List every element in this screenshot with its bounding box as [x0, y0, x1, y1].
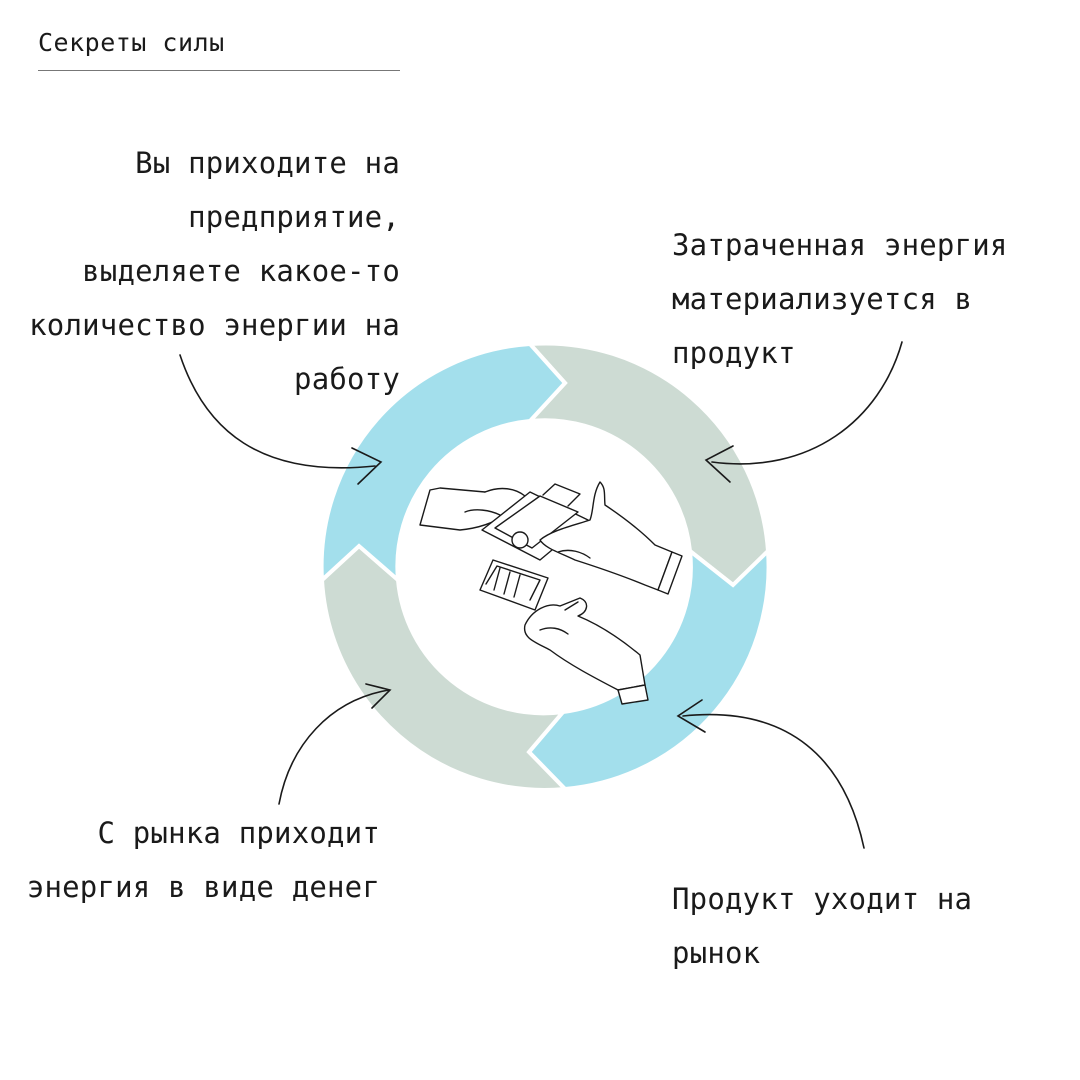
title-underline: [38, 70, 400, 71]
hands-exchanging-money-icon: [419, 481, 683, 705]
arrow-work-icon: [179, 354, 376, 469]
page-title: Секреты силы: [38, 28, 225, 57]
arrow-product-icon: [711, 341, 903, 465]
arrow-market-head-icon: [676, 699, 706, 733]
segment-top-left: [319, 341, 568, 585]
arrow-market-icon: [682, 713, 865, 849]
arrow-product-head-icon: [704, 445, 734, 483]
caption-market: Продукт уходит на рынок: [672, 882, 973, 970]
pointer-arrows: [179, 341, 903, 849]
arrow-money-icon: [278, 689, 390, 805]
caption-work: Вы приходите на предприятие, выделяете к…: [29, 146, 400, 396]
arrow-work-head-icon: [351, 447, 383, 485]
caption-money: С рынка приходит энергия в виде денег: [26, 816, 380, 904]
cycle-ring: [319, 341, 771, 792]
caption-product: Затраченная энергия материализуется в пр…: [672, 228, 1008, 370]
arrow-money-head-icon: [365, 683, 392, 709]
